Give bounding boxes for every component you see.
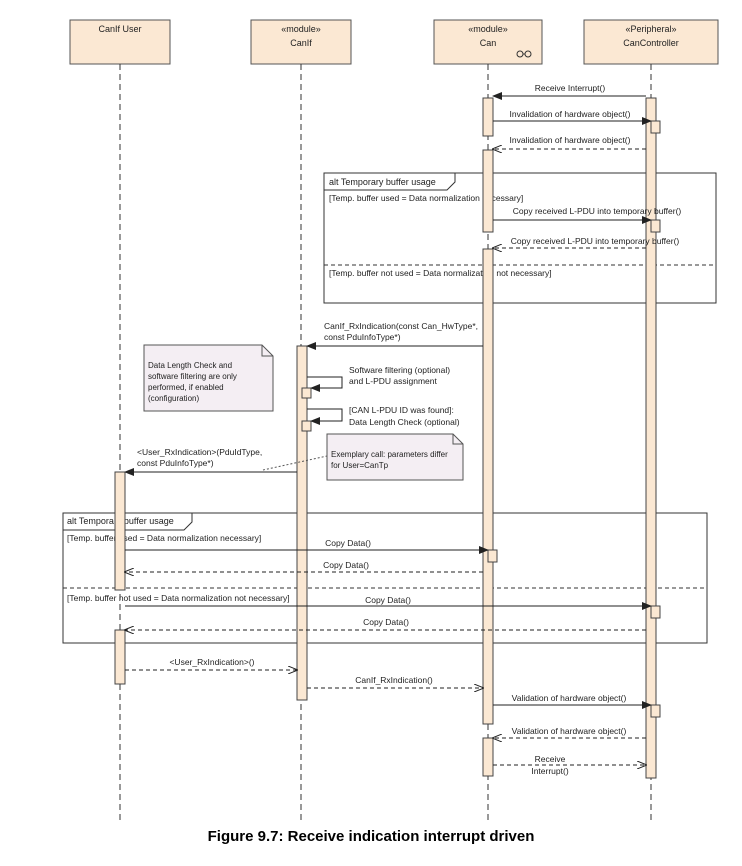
message-label: Copy Data() bbox=[365, 595, 411, 605]
message-label: Receive bbox=[535, 754, 566, 764]
note-exemplary-call: Exemplary call: parameters differ for Us… bbox=[262, 433, 464, 481]
activation-can-1 bbox=[482, 97, 494, 137]
message-label: Invalidation of hardware object() bbox=[510, 109, 631, 119]
message-invalidation-call: Invalidation of hardware object() bbox=[493, 109, 652, 125]
component-icon bbox=[516, 50, 532, 58]
fragment-guard-2: [Temp. buffer not used = Data normalizat… bbox=[67, 593, 290, 603]
message-canif-rxindication-call: CanIf_RxIndication(const Can_HwType*, co… bbox=[306, 321, 483, 350]
note-anchor-line bbox=[262, 455, 328, 471]
message-label: Receive Interrupt() bbox=[535, 83, 606, 93]
lifeline-stereotype: «module» bbox=[468, 24, 508, 34]
message-label: Copy received L-PDU into temporary buffe… bbox=[513, 206, 682, 216]
lifeline-stereotype: «module» bbox=[281, 24, 321, 34]
message-label: Copy Data() bbox=[325, 538, 371, 548]
message-label-line2: const PduInfoType*) bbox=[324, 332, 401, 342]
fragment-guard-2: [Temp. buffer not used = Data normalizat… bbox=[329, 268, 552, 278]
activation-canif-nested-1 bbox=[301, 387, 312, 399]
activation-cancontroller-main bbox=[645, 97, 657, 779]
message-user-rxindication-call: <User_RxIndication>(PduIdType, const Pdu… bbox=[124, 447, 297, 476]
message-canif-rxindication-return: CanIf_RxIndication() bbox=[307, 675, 483, 688]
message-label: Copy Data() bbox=[323, 560, 369, 570]
activations bbox=[114, 97, 661, 779]
message-label: Copy Data() bbox=[363, 617, 409, 627]
activation-can-3 bbox=[482, 248, 494, 725]
note-line: performed, if enabled bbox=[148, 383, 224, 392]
fragment-guard-1: [Temp. buffer used = Data normalization … bbox=[67, 533, 261, 543]
message-user-rxindication-return: <User_RxIndication>() bbox=[125, 657, 297, 670]
message-label-line2: const PduInfoType*) bbox=[137, 458, 214, 468]
message-software-filtering: Software filtering (optional) and L-PDU … bbox=[307, 365, 450, 392]
lifeline-name: CanIf bbox=[290, 38, 312, 48]
activation-canif-main bbox=[296, 345, 308, 701]
message-copy-data-call-2: Copy Data() bbox=[125, 595, 652, 610]
message-copy-lpdu-return: Copy received L-PDU into temporary buffe… bbox=[493, 236, 679, 248]
activation-canif-user-2 bbox=[114, 629, 126, 685]
message-label-line2: and L-PDU assignment bbox=[349, 376, 438, 386]
message-label: Validation of hardware object() bbox=[512, 693, 627, 703]
message-invalidation-return: Invalidation of hardware object() bbox=[493, 135, 646, 149]
figure-caption: Figure 9.7: Receive indication interrupt… bbox=[207, 828, 535, 845]
alt-fragment-1: alt Temporary buffer usage [Temp. buffer… bbox=[323, 172, 717, 304]
activation-cancontroller-nested-4 bbox=[650, 704, 661, 718]
message-label-line2: Interrupt() bbox=[531, 766, 568, 776]
lifeline-cancontroller: «Peripheral» CanController bbox=[583, 19, 719, 65]
message-copy-lpdu-call: Copy received L-PDU into temporary buffe… bbox=[493, 206, 682, 224]
message-copy-data-return-1: Copy Data() bbox=[125, 560, 483, 572]
message-copy-data-return-2: Copy Data() bbox=[125, 617, 646, 630]
message-label-line2: Data Length Check (optional) bbox=[349, 417, 460, 427]
note-line: Exemplary call: parameters differ bbox=[331, 450, 448, 459]
note-line: Data Length Check and bbox=[148, 361, 232, 370]
activation-cancontroller-nested-2 bbox=[650, 219, 661, 233]
activation-can-nested bbox=[487, 549, 498, 563]
message-validation-return: Validation of hardware object() bbox=[493, 726, 646, 738]
lifeline-canif-user: CanIf User bbox=[69, 19, 171, 65]
activation-can-4 bbox=[482, 737, 494, 777]
message-receive-interrupt-return: Receive Interrupt() bbox=[493, 754, 646, 776]
message-copy-data-call-1: Copy Data() bbox=[125, 538, 489, 554]
message-data-length-check: [CAN L-PDU ID was found]: Data Length Ch… bbox=[307, 405, 460, 427]
message-label: CanIf_RxIndication(const Can_HwType*, bbox=[324, 321, 478, 331]
activation-canif-user-1 bbox=[114, 471, 126, 591]
activation-can-2 bbox=[482, 149, 494, 233]
lifeline-stereotype: «Peripheral» bbox=[625, 24, 676, 34]
lifeline-can: «module» Can bbox=[433, 19, 543, 65]
message-label: Software filtering (optional) bbox=[349, 365, 450, 375]
note-line: for User=CanTp bbox=[331, 461, 389, 470]
message-label: Copy received L-PDU into temporary buffe… bbox=[511, 236, 680, 246]
message-label: CanIf_RxIndication() bbox=[355, 675, 433, 685]
message-label: [CAN L-PDU ID was found]: bbox=[349, 405, 454, 415]
activation-cancontroller-nested-1 bbox=[650, 120, 661, 134]
lifeline-name: Can bbox=[480, 38, 497, 48]
activation-canif-nested-2 bbox=[301, 420, 312, 432]
message-label: Invalidation of hardware object() bbox=[510, 135, 631, 145]
message-label: Validation of hardware object() bbox=[512, 726, 627, 736]
activation-cancontroller-nested-3 bbox=[650, 605, 661, 619]
note-line: software filtering are only bbox=[148, 372, 237, 381]
message-label: <User_RxIndication>() bbox=[169, 657, 254, 667]
fragment-title: alt Temporary buffer usage bbox=[329, 177, 436, 187]
fragment-guard-1: [Temp. buffer used = Data normalization … bbox=[329, 193, 523, 203]
lifeline-canif: «module» CanIf bbox=[250, 19, 352, 65]
message-validation-call: Validation of hardware object() bbox=[493, 693, 652, 709]
lifeline-name: CanController bbox=[623, 38, 679, 48]
message-label: <User_RxIndication>(PduIdType, bbox=[137, 447, 262, 457]
note-data-length-check: Data Length Check and software filtering… bbox=[143, 344, 274, 412]
lifeline-name: CanIf User bbox=[98, 24, 141, 34]
message-receive-interrupt: Receive Interrupt() bbox=[492, 83, 646, 100]
note-line: (configuration) bbox=[148, 394, 199, 403]
